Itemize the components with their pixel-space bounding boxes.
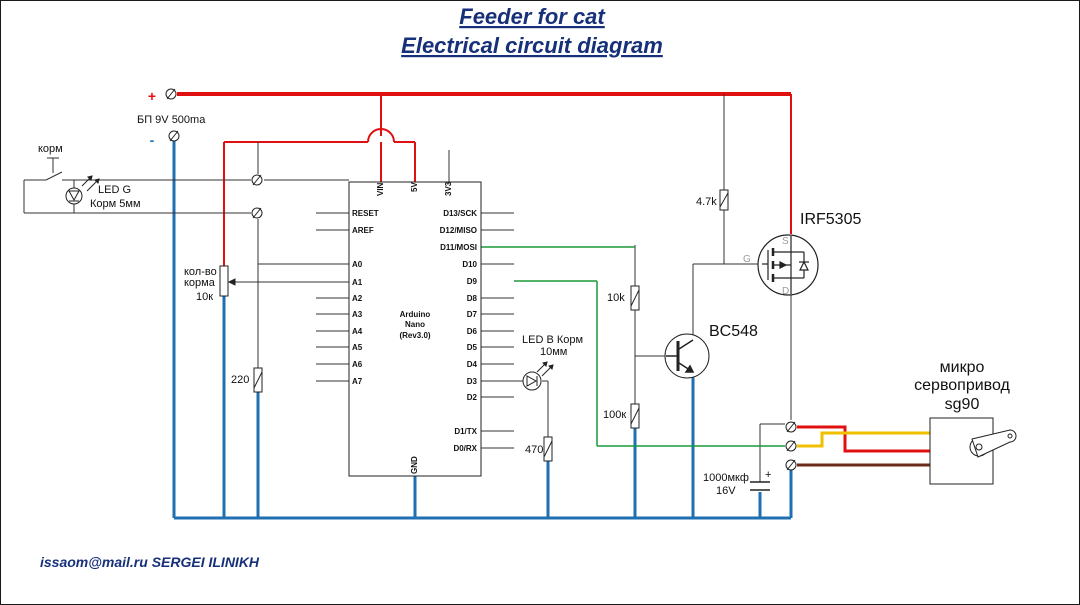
arduino-nano-body (348, 181, 482, 477)
positive-wires (223, 94, 792, 266)
terminal-button (251, 174, 263, 186)
power-supply-label: БП 9V 500ma (137, 114, 206, 126)
pin-d5: D5 (467, 343, 478, 352)
led-b-label-1: LED В Корм (522, 334, 583, 346)
ground-wires (172, 140, 793, 520)
pin-d4: D4 (467, 360, 478, 369)
terminal-led (251, 207, 263, 219)
pin-a0: A0 (352, 260, 363, 269)
bc548-label: BC548 (709, 323, 758, 340)
button-label: корм (38, 143, 63, 155)
pin-5v: 5V (410, 182, 419, 192)
pin-a3: A3 (352, 310, 363, 319)
pin-reset: RESET (352, 209, 379, 218)
resistor-470 (543, 436, 553, 462)
resistor-100k-label: 100к (603, 409, 626, 421)
plus-sign: + (148, 88, 156, 104)
pin-3v3: 3V3 (444, 181, 453, 196)
pin-d1: D1/TX (454, 427, 477, 436)
mosfet-source-label: S (782, 236, 789, 247)
pin-d13: D13/SCK (443, 209, 477, 218)
led-b-icon (522, 361, 554, 391)
resistor-470-label: 470 (525, 444, 543, 456)
pot-label-1: кол-во (184, 266, 217, 278)
servo-icon (929, 417, 1017, 485)
capacitor-label-2: 16V (716, 485, 736, 497)
mosfet-drain-label: D (782, 286, 789, 297)
minus-sign: - (150, 132, 155, 148)
led-g-icon (65, 175, 100, 205)
terminal-plus (165, 88, 177, 100)
resistor-10k-label: 10k (607, 292, 625, 304)
mosfet-icon (757, 234, 819, 296)
pin-vin: VIN (376, 182, 385, 196)
resistor-4k7 (719, 189, 729, 211)
resistor-220 (253, 367, 263, 393)
capacitor-plus: + (765, 469, 771, 481)
pin-d6: D6 (467, 327, 478, 336)
pin-d10: D10 (462, 260, 477, 269)
pin-d7: D7 (467, 310, 478, 319)
servo-cable (797, 425, 930, 467)
potentiometer-icon (219, 265, 236, 297)
pin-d9: D9 (467, 277, 478, 286)
led-g-label-1: LED G (98, 184, 131, 196)
pin-a7: A7 (352, 377, 363, 386)
pin-d12: D12/MISO (440, 226, 477, 235)
pot-label-3: 10к (196, 291, 213, 303)
servo-label-1: микро (940, 359, 985, 376)
servo-label-3: sg90 (945, 396, 980, 413)
mosfet-label: IRF5305 (800, 211, 861, 228)
arduino-name: Arduino Nano (Rev3.0) (399, 310, 430, 340)
title-line-1: Feeder for cat (459, 4, 606, 29)
pin-d3: D3 (467, 377, 478, 386)
pin-a5: A5 (352, 343, 363, 352)
servo-label-2: сервопривод (914, 377, 1010, 394)
pin-d11: D11/MOSI (440, 243, 477, 252)
bc548-transistor-icon (664, 333, 710, 379)
author-credit: issaom@mail.ru SERGEI ILINIKH (40, 554, 260, 570)
resistor-10k (630, 285, 640, 311)
resistor-100k (630, 403, 640, 429)
terminal-minus (168, 130, 180, 142)
servo-terminals (785, 421, 797, 471)
led-g-label-2: Корм 5мм (90, 198, 141, 210)
pin-a6: A6 (352, 360, 363, 369)
arduino-name-3: (Rev3.0) (399, 331, 430, 340)
arduino-name-1: Arduino (400, 310, 431, 319)
pin-d2: D2 (467, 393, 478, 402)
pin-a2: A2 (352, 294, 363, 303)
capacitor-icon (750, 481, 770, 491)
pin-d0: D0/RX (453, 444, 477, 453)
pin-aref: AREF (352, 226, 374, 235)
arduino-name-2: Nano (405, 320, 425, 329)
pin-d8: D8 (467, 294, 478, 303)
led-b-label-2: 10мм (540, 346, 567, 358)
pin-a4: A4 (352, 327, 363, 336)
green-signal-wires (481, 246, 785, 447)
resistor-4k7-label: 4.7k (696, 196, 717, 208)
signal-wiring (23, 94, 792, 482)
pin-a1: A1 (352, 278, 363, 287)
pot-label-2: корма (184, 277, 216, 289)
mosfet-gate-label: G (743, 254, 751, 265)
resistor-220-label: 220 (231, 374, 249, 386)
pin-gnd: GND (410, 456, 419, 474)
title-line-2: Electrical circuit diagram (401, 33, 663, 58)
capacitor-label-1: 1000мкф (703, 472, 749, 484)
